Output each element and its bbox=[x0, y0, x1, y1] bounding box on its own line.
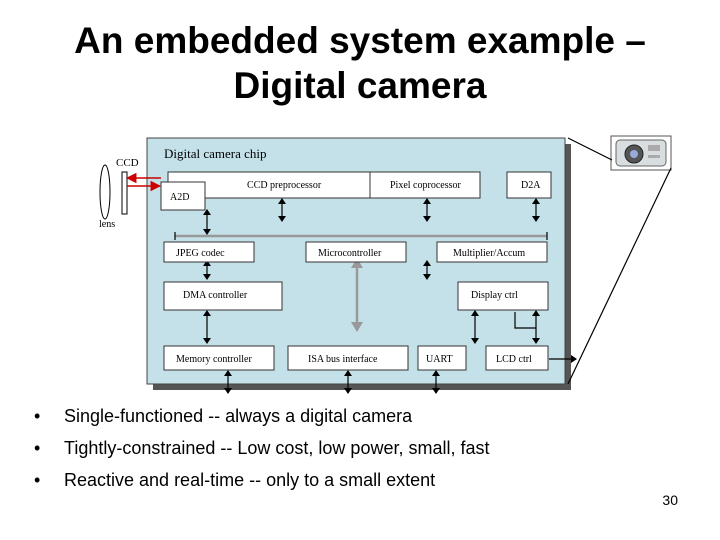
connector-arrowheads bbox=[203, 198, 540, 394]
microcontroller-label: Microcontroller bbox=[318, 248, 382, 259]
a2d-label: A2D bbox=[170, 192, 189, 203]
a2d-block bbox=[160, 181, 206, 211]
jpeg-codec-label: JPEG codec bbox=[176, 248, 225, 259]
bus-arrow-up bbox=[351, 258, 363, 268]
dma-controller-label: DMA controller bbox=[183, 290, 248, 301]
bullet-item: Tightly-constrained -- Low cost, low pow… bbox=[34, 432, 490, 464]
pixel-coprocessor-block bbox=[369, 171, 481, 199]
chip-title: Digital camera chip bbox=[164, 146, 267, 161]
d2a-block bbox=[506, 171, 552, 199]
lcd-ctrl-label: LCD ctrl bbox=[496, 354, 532, 365]
multiplier-accum-block bbox=[436, 241, 548, 263]
multiplier-accum-label: Multiplier/Accum bbox=[453, 248, 525, 259]
display-ctrl-block bbox=[457, 281, 549, 311]
bullet-item: Reactive and real-time -- only to a smal… bbox=[34, 464, 490, 496]
ccd-preprocessor-block bbox=[167, 171, 401, 199]
ccd-label: CCD bbox=[116, 157, 139, 169]
bullet-list: Single-functioned -- always a digital ca… bbox=[34, 400, 490, 496]
bullet-item: Single-functioned -- always a digital ca… bbox=[34, 400, 490, 432]
lens-icon bbox=[99, 164, 111, 220]
pixel-coprocessor-label: Pixel coprocessor bbox=[390, 180, 461, 191]
slide-title: An embedded system example – Digital cam… bbox=[0, 18, 720, 108]
zoom-line-top bbox=[567, 137, 613, 161]
lens-label: lens bbox=[99, 219, 115, 230]
slide-title-line-2: Digital camera bbox=[233, 65, 487, 106]
lcd-ctrl-block bbox=[485, 345, 549, 371]
isa-bus-interface-label: ISA bus interface bbox=[308, 354, 378, 365]
uart-block bbox=[417, 345, 467, 371]
memory-controller-block bbox=[163, 345, 275, 371]
ccd-sensor bbox=[121, 171, 128, 215]
camera-icon bbox=[610, 135, 672, 171]
slide-title-line-1: An embedded system example – bbox=[74, 20, 646, 61]
jpeg-codec-block bbox=[163, 241, 255, 263]
ccd-preprocessor-label: CCD preprocessor bbox=[247, 180, 322, 191]
display-lcd-link bbox=[514, 312, 536, 329]
dma-controller-block bbox=[163, 281, 283, 311]
lcd-out-arrow bbox=[571, 355, 577, 363]
page-number: 30 bbox=[662, 492, 678, 508]
bus-arrow-down bbox=[351, 322, 363, 332]
microcontroller-block bbox=[305, 241, 407, 263]
isa-bus-interface-block bbox=[287, 345, 409, 371]
uart-label: UART bbox=[426, 354, 453, 365]
d2a-label: D2A bbox=[521, 180, 541, 191]
display-ctrl-label: Display ctrl bbox=[471, 290, 518, 301]
memory-controller-label: Memory controller bbox=[176, 354, 252, 365]
internal-bus bbox=[175, 234, 547, 326]
zoom-line-bottom bbox=[567, 167, 672, 385]
